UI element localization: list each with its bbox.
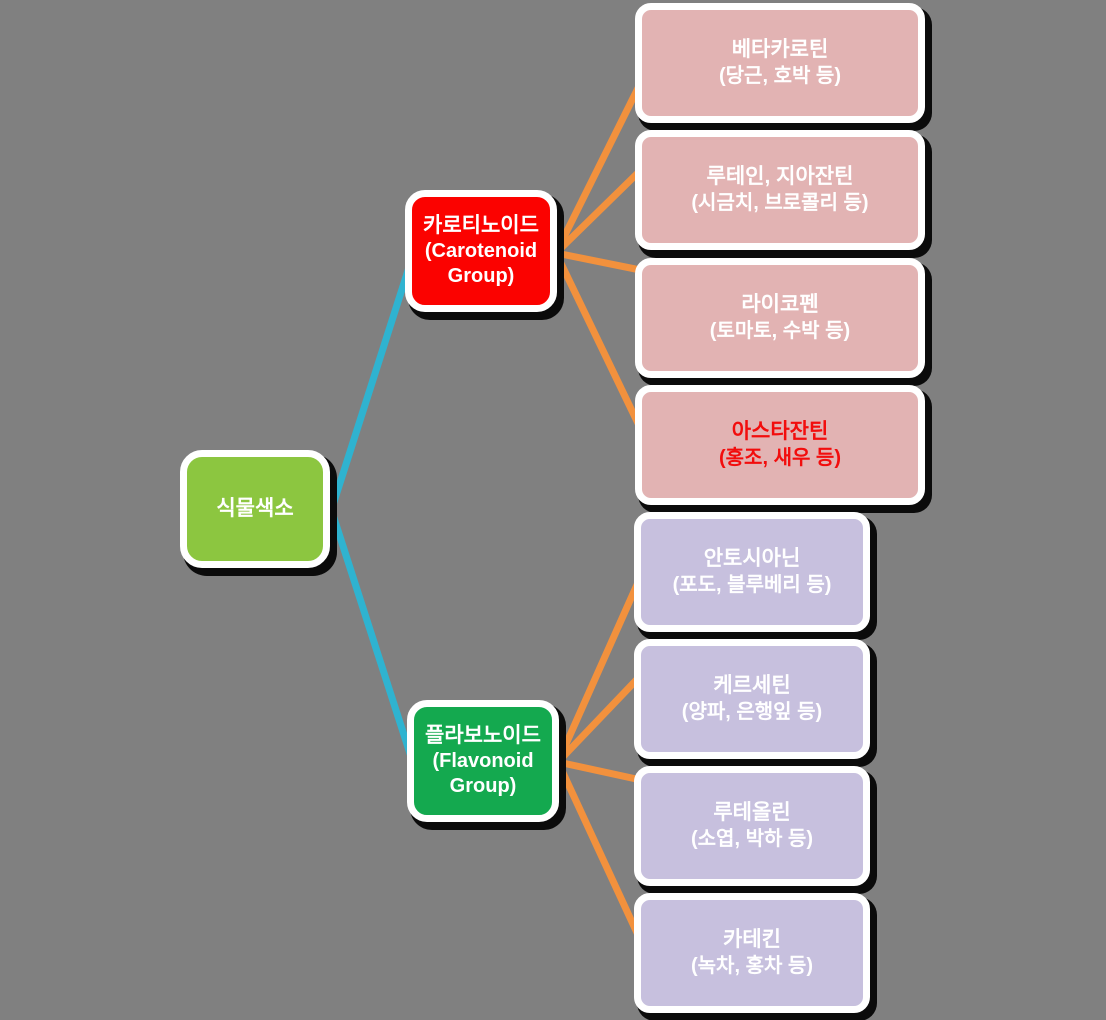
- node-flavonoid-title: 플라보노이드: [425, 723, 541, 747]
- edge-flavonoid-quercetin: [555, 669, 647, 765]
- node-anthocyanin-name: 안토시아닌: [703, 547, 801, 571]
- node-luteolin-sources: (소엽, 박하 등): [691, 827, 813, 850]
- node-quercetin[interactable]: 케르세틴 (양파, 은행잎 등): [634, 639, 870, 759]
- node-astaxanthin[interactable]: 아스타잔틴 (홍조, 새우 등): [635, 385, 925, 505]
- edge-carotenoid-beta-carotene: [552, 70, 650, 255]
- node-beta-carotene-name: 베타카로틴: [731, 38, 829, 62]
- node-carotenoid-group[interactable]: 카로티노이드 (Carotenoid Group): [405, 190, 557, 312]
- edge-root-carotenoid: [328, 256, 416, 510]
- node-astaxanthin-sources: (홍조, 새우 등): [719, 446, 841, 469]
- node-lutein-zeaxanthin[interactable]: 루테인, 지아잔틴 (시금치, 브로콜리 등): [635, 130, 925, 250]
- node-lutein-zeaxanthin-sources: (시금치, 브로콜리 등): [691, 191, 869, 214]
- node-flavonoid-group[interactable]: 플라보노이드 (Flavonoid Group): [407, 700, 559, 822]
- node-anthocyanin[interactable]: 안토시아닌 (포도, 블루베리 등): [634, 512, 870, 632]
- node-luteolin-name: 루테올린: [713, 801, 791, 825]
- node-quercetin-name: 케르세틴: [713, 674, 791, 698]
- node-root-label: 식물색소: [216, 496, 294, 520]
- node-beta-carotene[interactable]: 베타카로틴 (당근, 호박 등): [635, 3, 925, 123]
- node-flavonoid-subtitle-2: Group): [449, 775, 517, 798]
- node-lycopene-name: 라이코펜: [741, 293, 819, 317]
- node-quercetin-sources: (양파, 은행잎 등): [681, 700, 823, 723]
- node-catechin-sources: (녹차, 홍차 등): [691, 954, 813, 977]
- edge-flavonoid-catechin: [554, 760, 648, 950]
- node-lycopene[interactable]: 라이코펜 (토마토, 수박 등): [635, 258, 925, 378]
- node-carotenoid-subtitle-1: (Carotenoid: [424, 240, 538, 263]
- node-carotenoid-title: 카로티노이드: [423, 213, 539, 237]
- node-catechin[interactable]: 카테킨 (녹차, 홍차 등): [634, 893, 870, 1013]
- edge-flavonoid-anthocyanin: [554, 576, 644, 764]
- edge-root-flavonoid: [328, 510, 418, 768]
- node-anthocyanin-sources: (포도, 블루베리 등): [672, 573, 832, 596]
- node-carotenoid-subtitle-2: Group): [447, 265, 515, 288]
- node-catechin-name: 카테킨: [723, 928, 781, 952]
- edge-carotenoid-astaxanthin: [552, 251, 650, 442]
- node-root[interactable]: 식물색소: [180, 450, 330, 568]
- node-luteolin[interactable]: 루테올린 (소엽, 박하 등): [634, 766, 870, 886]
- node-lutein-zeaxanthin-name: 루테인, 지아잔틴: [706, 165, 854, 189]
- node-astaxanthin-name: 아스타잔틴: [731, 420, 829, 444]
- node-flavonoid-subtitle-1: (Flavonoid: [432, 750, 534, 773]
- node-lycopene-sources: (토마토, 수박 등): [709, 319, 851, 342]
- node-beta-carotene-sources: (당근, 호박 등): [719, 64, 841, 87]
